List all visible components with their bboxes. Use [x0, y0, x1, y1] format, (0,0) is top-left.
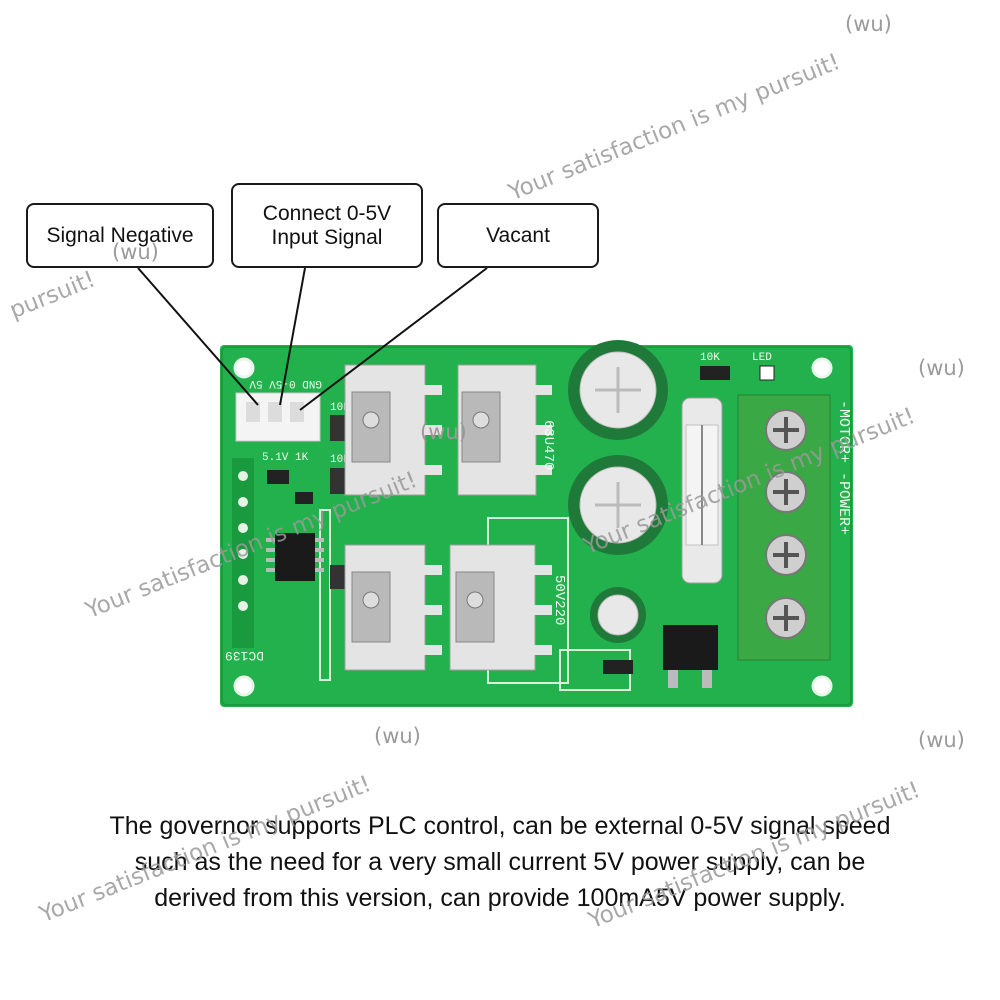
signal-connector: [235, 392, 321, 442]
heatsinks: [344, 364, 552, 671]
leader-lines: [137, 267, 488, 411]
caption-line-3: derived from this version, can provide 1…: [154, 884, 846, 912]
ic-chip: [266, 533, 324, 581]
product-caption: The governor supports PLC control, can b…: [40, 808, 960, 916]
callout-signal-input-line1: Connect 0-5V: [262, 201, 392, 225]
callout-vacant-text: Vacant: [486, 223, 550, 247]
label-zener: 5.1V 1K: [262, 452, 309, 464]
callout-signal-negative: Signal Negative: [26, 203, 214, 268]
smd-resistors: [267, 365, 775, 589]
callout-signal-negative-text: Signal Negative: [46, 223, 194, 247]
label-cap-bottom: 50V220: [551, 575, 567, 625]
capacitors: [568, 340, 668, 643]
mounting-holes: [233, 357, 833, 697]
label-cap-top: 63U470: [540, 420, 556, 470]
fuse: [681, 397, 723, 584]
pin-label: GND 0-5V 5V: [249, 377, 322, 389]
callout-vacant: Vacant: [437, 203, 599, 268]
label-10k: 10K: [700, 352, 720, 364]
label-model: DC139: [225, 648, 264, 663]
label-terminal: -MOTOR+ -POWER+: [835, 400, 852, 535]
header-pins: [232, 458, 254, 648]
caption-line-2: such as the need for a very small curren…: [134, 848, 866, 876]
terminal-block: [737, 394, 831, 661]
voltage-regulator: [603, 625, 718, 688]
label-led: LED: [752, 352, 772, 364]
callout-signal-input-line2: Input Signal: [271, 225, 383, 249]
caption-line-1: The governor supports PLC control, can b…: [109, 812, 891, 840]
callout-signal-input: Connect 0-5V Input Signal: [231, 183, 423, 268]
